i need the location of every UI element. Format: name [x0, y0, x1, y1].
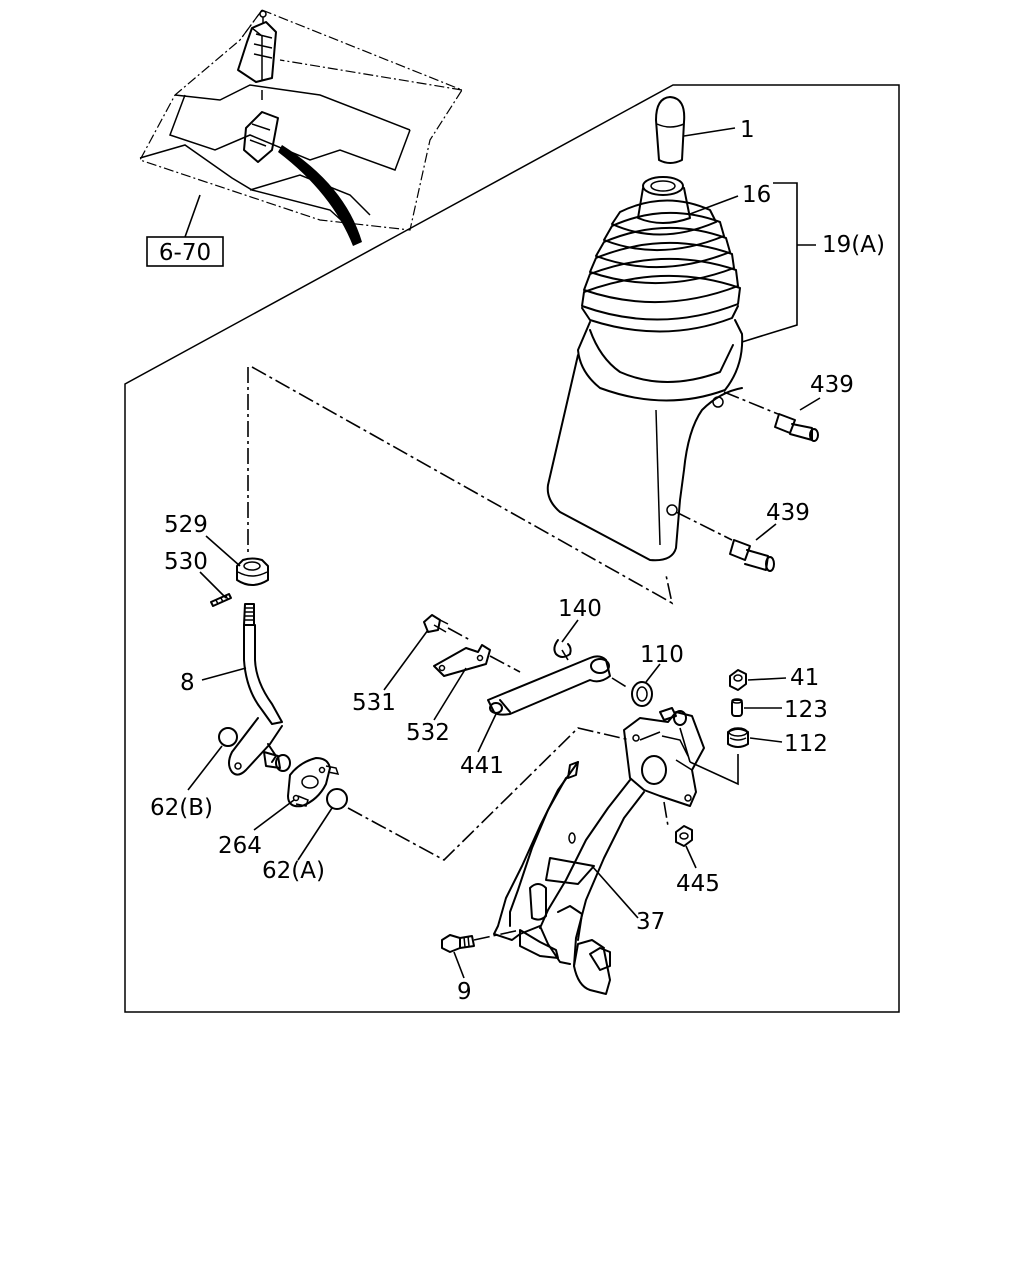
- part-labels: 1 16 19(A) 439 439 529 530 8 531 532 441…: [150, 117, 885, 1005]
- label-439-upper: 439: [810, 372, 854, 398]
- plate-264: [287, 757, 340, 808]
- shift-boot: [581, 176, 741, 333]
- bolt-439-lower: [675, 511, 775, 572]
- lever-cover: [546, 319, 744, 562]
- label-264: 264: [218, 833, 262, 859]
- label-439-lower: 439: [766, 500, 810, 526]
- rubber-bush-529: [236, 557, 269, 586]
- ref-line-62a: [347, 727, 631, 861]
- clip-140: [553, 639, 572, 658]
- label-41: 41: [790, 665, 819, 691]
- ref-531-532: [447, 627, 471, 641]
- nut-445: [663, 801, 693, 847]
- bolt-9: [441, 934, 475, 953]
- reference-box-label: 6-70: [159, 240, 211, 266]
- label-123: 123: [784, 697, 828, 723]
- label-530: 530: [164, 549, 208, 575]
- bolt-531: [423, 614, 449, 633]
- shift-lever-rod: [228, 603, 283, 776]
- label-110: 110: [640, 642, 684, 668]
- spring-pin-530: [210, 593, 232, 607]
- ball-joint-62b-left: [218, 727, 238, 747]
- label-140: 140: [558, 596, 602, 622]
- ball-joint-end: [263, 751, 291, 772]
- label-529: 529: [164, 512, 208, 538]
- reference-box-6-70: 6-70: [146, 194, 224, 267]
- leader-lines: [187, 127, 821, 979]
- label-9: 9: [457, 979, 472, 1005]
- ref-9: [473, 929, 521, 941]
- label-441: 441: [460, 753, 504, 779]
- detail-frame: [124, 84, 900, 1013]
- ref-110: [611, 677, 629, 689]
- cab-floor-locator-inset: [139, 9, 463, 246]
- label-19a: 19(A): [822, 232, 885, 258]
- bracket-37: [493, 707, 705, 995]
- ball-joint-62a: [326, 788, 348, 810]
- ref-140: [561, 649, 569, 661]
- bolt-439-upper: [723, 391, 819, 442]
- ref-532-441: [489, 655, 521, 673]
- label-8: 8: [180, 670, 195, 696]
- label-62b: 62(B): [150, 795, 213, 821]
- label-112: 112: [784, 731, 828, 757]
- bracket-41-112: [679, 727, 739, 786]
- nut-41: [729, 669, 747, 691]
- shift-knob: [655, 96, 686, 164]
- group-bracket-19a: [741, 182, 816, 343]
- link-lever-441: [487, 655, 611, 716]
- bracket-532: [433, 644, 491, 677]
- ref-line-rod-to-cover: [247, 366, 674, 605]
- label-531: 531: [352, 690, 396, 716]
- bush-112: [727, 727, 749, 748]
- label-1: 1: [740, 117, 755, 143]
- label-16: 16: [742, 182, 771, 208]
- label-62a: 62(A): [262, 858, 325, 884]
- label-37: 37: [636, 909, 665, 935]
- label-532: 532: [406, 720, 450, 746]
- label-445: 445: [676, 871, 720, 897]
- collar-123: [731, 698, 743, 717]
- washer-110: [631, 681, 653, 707]
